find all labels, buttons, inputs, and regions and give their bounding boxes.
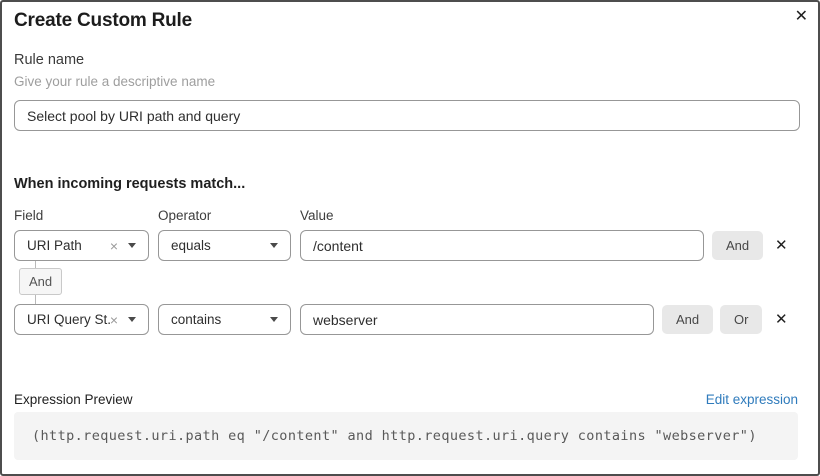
clear-field-icon[interactable]: × bbox=[109, 311, 118, 328]
field-select-row2-value: URI Query St... bbox=[27, 312, 110, 327]
chevron-down-icon bbox=[270, 317, 278, 322]
chevron-down-icon bbox=[128, 243, 136, 248]
operator-select-row1-value: equals bbox=[171, 238, 211, 253]
match-section-heading: When incoming requests match... bbox=[14, 176, 246, 192]
connector-and-badge: And bbox=[19, 268, 63, 295]
connector-line-top bbox=[35, 261, 36, 269]
chevron-down-icon bbox=[128, 317, 136, 322]
operator-select-row2-value: contains bbox=[171, 312, 222, 327]
clear-field-icon[interactable]: × bbox=[109, 237, 118, 254]
field-select-row1[interactable]: URI Path × bbox=[14, 230, 149, 261]
field-select-row2[interactable]: URI Query St... × bbox=[14, 304, 149, 335]
column-label-field: Field bbox=[14, 208, 44, 223]
edit-expression-link[interactable]: Edit expression bbox=[705, 392, 798, 407]
or-button-row2[interactable]: Or bbox=[720, 305, 763, 334]
rule-name-input[interactable] bbox=[14, 100, 800, 131]
column-label-operator: Operator bbox=[158, 208, 212, 223]
operator-select-row2[interactable]: contains bbox=[158, 304, 291, 335]
delete-condition-icon-row1[interactable]: ✕ bbox=[775, 237, 788, 254]
dialog-title: Create Custom Rule bbox=[14, 10, 192, 31]
expression-code: (http.request.uri.path eq "/content" and… bbox=[14, 412, 798, 460]
connector-line-bottom bbox=[35, 295, 36, 304]
operator-select-row1[interactable]: equals bbox=[158, 230, 291, 261]
rule-name-label: Rule name bbox=[14, 52, 85, 68]
delete-condition-icon-row2[interactable]: ✕ bbox=[775, 311, 788, 328]
close-icon[interactable]: ✕ bbox=[794, 8, 808, 25]
rule-name-help: Give your rule a descriptive name bbox=[14, 74, 216, 89]
field-select-row1-value: URI Path bbox=[27, 238, 82, 253]
chevron-down-icon bbox=[270, 243, 278, 248]
and-button-row1[interactable]: And bbox=[712, 231, 764, 260]
column-label-value: Value bbox=[300, 208, 334, 223]
value-input-row1[interactable] bbox=[300, 230, 704, 261]
expression-preview-label: Expression Preview bbox=[14, 392, 133, 407]
value-input-row2[interactable] bbox=[300, 304, 654, 335]
and-button-row2[interactable]: And bbox=[662, 305, 714, 334]
